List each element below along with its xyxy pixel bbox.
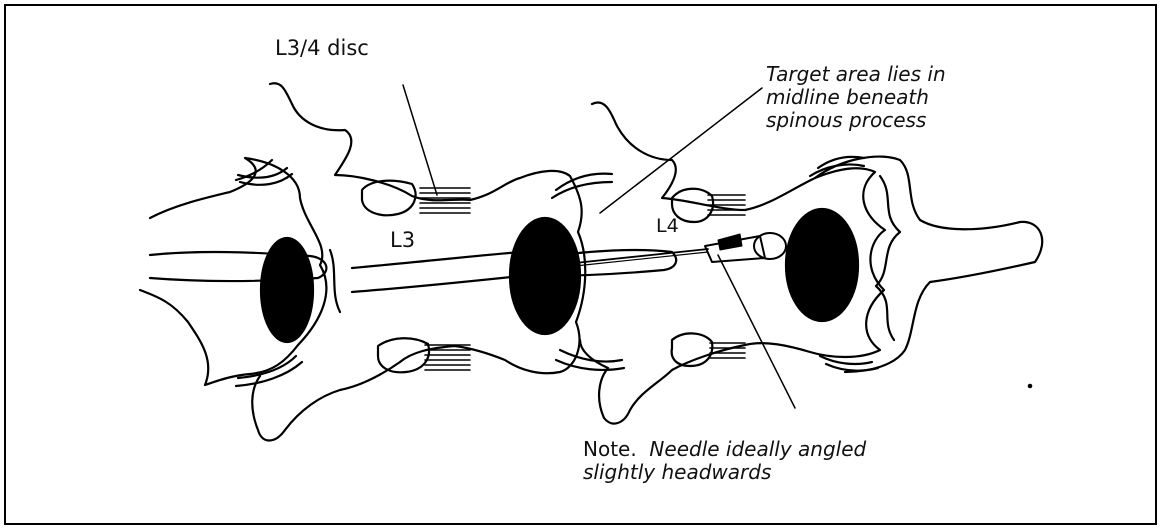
label-vertebra-l4: L4 — [656, 215, 679, 237]
target-line-2: midline beneath — [766, 86, 946, 109]
facet-l5-lower — [820, 356, 878, 371]
soft-tissue-left — [330, 250, 340, 312]
disc-hatching-right — [708, 195, 745, 358]
label-disc: L3/4 disc — [275, 36, 369, 60]
leader-note — [718, 255, 795, 408]
note-line-2: slightly headwards — [583, 461, 866, 484]
facet-lower-l2 — [236, 356, 302, 386]
spinal-needle — [575, 233, 786, 266]
note-prefix: Note. — [583, 437, 637, 461]
target-line-3: spinous process — [766, 109, 946, 132]
soft-tissue-right — [876, 176, 900, 340]
label-note: Note. Needle ideally angled slightly hea… — [583, 438, 866, 484]
label-vertebra-l3: L3 — [390, 228, 415, 252]
leader-disc — [403, 85, 437, 195]
stray-mark — [1029, 385, 1031, 387]
transverse-process-l3-lower — [378, 338, 429, 372]
note-line-1: Note. Needle ideally angled — [583, 438, 866, 461]
facet-l3-l4-lower — [556, 350, 624, 370]
note-text-1: Needle ideally angled — [649, 437, 866, 461]
pedicle-l4 — [786, 209, 858, 321]
label-target-area: Target area lies in midline beneath spin… — [766, 63, 946, 132]
target-line-1: Target area lies in — [766, 63, 946, 86]
facet-l3-l4-upper — [552, 174, 612, 198]
